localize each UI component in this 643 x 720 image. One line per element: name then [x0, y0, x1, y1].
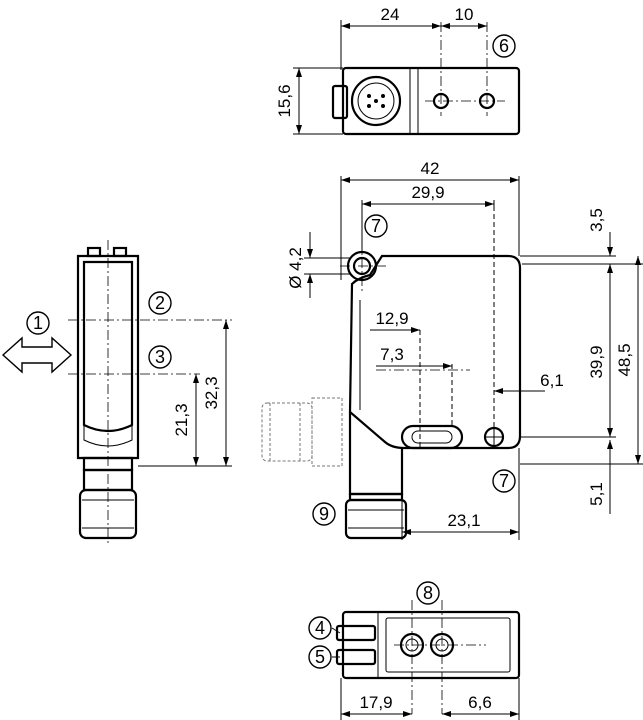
dim-10-label: 10	[455, 5, 474, 24]
dim-12-9-label: 12,9	[375, 309, 408, 328]
callout-2: 2	[148, 291, 172, 315]
dim-29-9-label: 29,9	[411, 183, 444, 202]
top-view	[293, 20, 521, 136]
front-view	[261, 176, 643, 540]
callout-4: 4	[308, 616, 332, 640]
callout-6: 6	[492, 34, 516, 58]
dim-15-6-label: 15,6	[275, 84, 294, 117]
dim-21-3-label: 21,3	[172, 403, 191, 436]
dim-5-1-label: 5,1	[587, 482, 606, 506]
svg-text:5: 5	[315, 647, 325, 667]
side-view	[1, 240, 232, 545]
svg-text:9: 9	[319, 504, 329, 524]
dim-hole-diameter-label: Ø 4,2	[286, 247, 305, 289]
svg-text:3: 3	[155, 347, 165, 367]
callout-9: 9	[312, 502, 336, 526]
dim-7-3-label: 7,3	[380, 345, 404, 364]
dim-3-5-label: 3,5	[587, 208, 606, 232]
callout-1: 1	[26, 311, 50, 335]
dim-24-label: 24	[381, 5, 400, 24]
callout-7-bottom: 7	[492, 469, 516, 493]
svg-text:7: 7	[371, 216, 381, 236]
dim-32-3-label: 32,3	[202, 376, 221, 409]
svg-text:4: 4	[315, 618, 325, 638]
callout-3: 3	[148, 345, 172, 369]
svg-text:6: 6	[499, 36, 509, 56]
dim-23-1-label: 23,1	[447, 511, 480, 530]
dim-17-9-label: 17,9	[359, 693, 392, 712]
svg-text:2: 2	[155, 293, 165, 313]
svg-text:7: 7	[499, 471, 509, 491]
dim-6-1-label: 6,1	[540, 371, 564, 390]
callout-7-top: 7	[364, 214, 388, 238]
svg-text:8: 8	[423, 583, 433, 603]
callout-8: 8	[416, 581, 440, 605]
svg-text:1: 1	[33, 313, 43, 333]
bottom-view	[331, 600, 521, 720]
callout-5: 5	[308, 645, 332, 669]
dim-6-6-label: 6,6	[468, 693, 492, 712]
dim-48-5-label: 48,5	[615, 343, 634, 376]
dim-42-label: 42	[421, 159, 440, 178]
dim-39-9-label: 39,9	[587, 345, 606, 378]
